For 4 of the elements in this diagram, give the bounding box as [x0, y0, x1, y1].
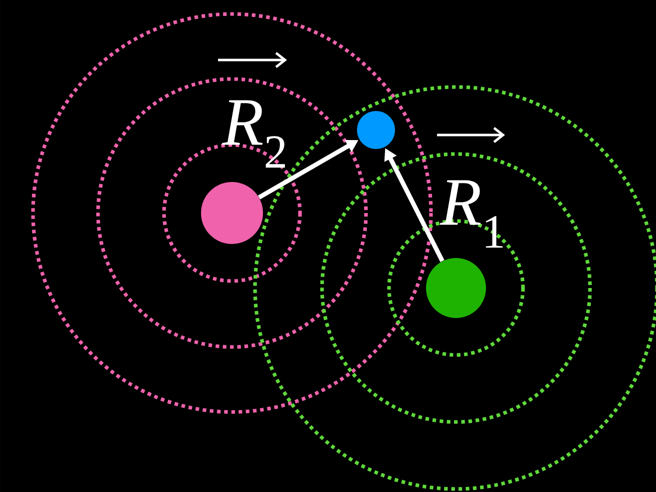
- source-dot: [426, 258, 486, 318]
- source-dot: [201, 182, 263, 244]
- source-dot: [357, 111, 395, 149]
- vector-label: R$_{2}$: [222, 100, 285, 168]
